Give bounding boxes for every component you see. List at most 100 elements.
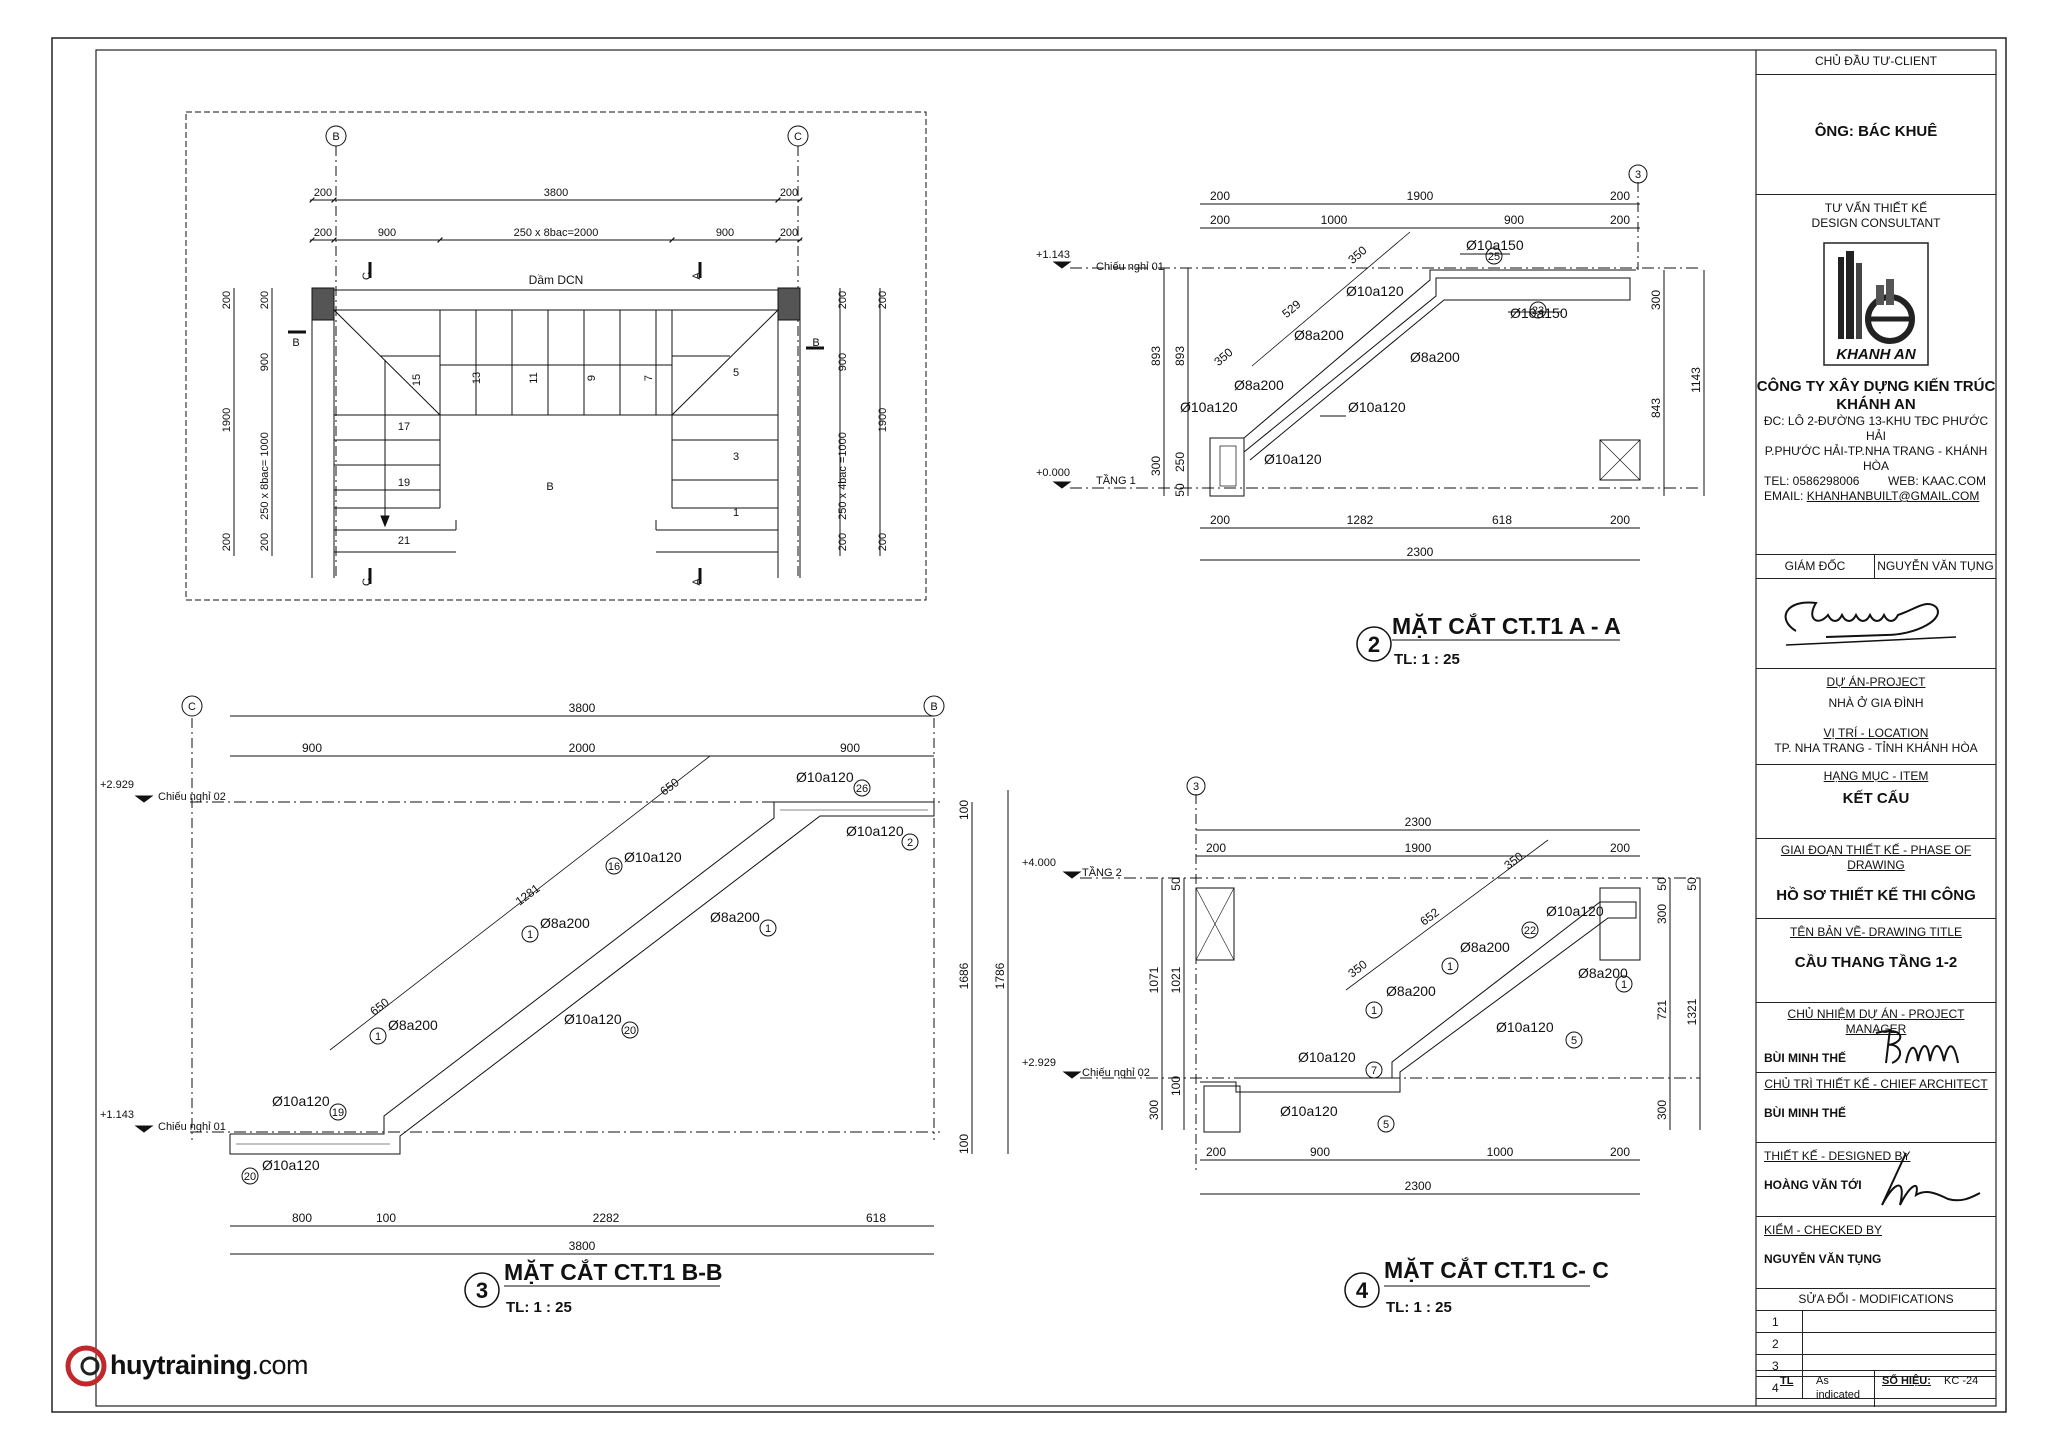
designer-signature-icon [1881, 1152, 1981, 1206]
section-aa-labels: 3 200 1900 200 200 1000 900 200 200 1282… [1036, 169, 1703, 559]
beam-section [1599, 439, 1641, 481]
plan-dim: 200 [314, 187, 332, 199]
plan-dim: 3800 [544, 187, 568, 199]
aa-dim: 893 [1149, 346, 1163, 366]
director-name: NGUYỄN VĂN TỤNG [1877, 559, 1994, 573]
beam-label: Dầm DCN [529, 273, 584, 287]
rebar-label: Ø8a200 [388, 1017, 438, 1033]
cc-slope-dim: 652 [1417, 905, 1442, 928]
section-cc [1062, 776, 1701, 1195]
rebar-label: Ø10a120 [1280, 1103, 1338, 1119]
bb-slope-dim: 650 [367, 995, 392, 1018]
checker-name: NGUYỄN VĂN TỤNG [1764, 1252, 1882, 1266]
item-label: HẠNG MỤC - ITEM [1823, 769, 1929, 783]
level-value: +4.000 [1022, 857, 1056, 869]
rebar-label: Ø10a120 [1180, 399, 1238, 415]
level-label: TẦNG 1 [1096, 474, 1136, 487]
bb-dim: 2000 [569, 741, 596, 755]
rebar-label: Ø10a120 [624, 849, 682, 865]
location-box: VỊ TRÍ - LOCATION TP. NHA TRANG - TỈNH K… [1756, 726, 1996, 764]
pm-box: CHỦ NHIỆM DỰ ÁN - PROJECT MANAGER BÙI MI… [1756, 1002, 1996, 1072]
aa-dim: 250 [1173, 452, 1187, 472]
designer-box: THIẾT KẾ - DESIGNED BY HOÀNG VĂN TỚI [1756, 1142, 1996, 1216]
sheet-label: SỐ HIỆU: [1882, 1375, 1931, 1387]
column-left [311, 287, 335, 321]
phase-box: GIAI ĐOẠN THIẾT KẾ - PHASE OF DRAWING HỒ… [1756, 838, 1996, 918]
company-tel: TEL: 0586298006 [1764, 474, 1860, 488]
landing-beam-left [1209, 437, 1245, 497]
mod-number: 1 [1772, 1315, 1779, 1329]
cc-dim: 200 [1206, 1145, 1226, 1159]
project-name: NHÀ Ở GIA ĐÌNH [1828, 696, 1924, 710]
plan-side-dim: 200 [877, 533, 889, 551]
aa-slope-dim: 350 [1345, 243, 1370, 267]
cc-dim: 900 [1310, 1145, 1330, 1159]
plan-side-dim: 200 [877, 291, 889, 309]
bb-number: 3 [476, 1278, 488, 1303]
plan-dim: 900 [716, 227, 734, 239]
cut-label-b: B [292, 337, 299, 349]
step-number: 13 [471, 372, 483, 384]
cc-dim: 200 [1206, 841, 1226, 855]
step-number: 1 [733, 507, 739, 519]
aa-dim: 200 [1610, 189, 1630, 203]
bb-dim: 100 [957, 1134, 971, 1154]
company-address: ĐC: LÔ 2-ĐƯỜNG 13-KHU TĐC PHƯỚC HẢI [1763, 414, 1989, 443]
plan-grid-label-b: B [332, 131, 339, 143]
column-right [777, 287, 801, 321]
project-label: DỰ ÁN-PROJECT [1826, 675, 1926, 689]
rebar-label: Ø10a120 [1298, 1049, 1356, 1065]
bb-dim: 3800 [569, 701, 596, 715]
aa-title: MẶT CẮT CT.T1 A - A [1392, 612, 1621, 639]
cc-slope-dim: 350 [1501, 849, 1526, 872]
rebar-mark: 26 [856, 783, 868, 795]
rebar-label: Ø8a200 [710, 909, 760, 925]
plan-dim: 200 [314, 227, 332, 239]
rebar-mark: 25 [1488, 251, 1500, 263]
rebar-mark: 1 [1371, 1005, 1377, 1017]
bb-grid-label-c: C [188, 701, 196, 713]
ca-label: CHỦ TRÌ THIẾT KẾ - CHIEF ARCHITECT [1764, 1077, 1988, 1091]
company-web: WEB: KAAC.COM [1887, 474, 1986, 488]
section-bb-title: 3 MẶT CẮT CT.T1 B-B TL: 1 : 25 [464, 1258, 722, 1316]
rebar-label: Ø10a120 [262, 1157, 320, 1173]
step-number: 3 [733, 451, 739, 463]
plan-side-dim: 200 [221, 533, 233, 551]
aa-dim: 200 [1610, 213, 1630, 227]
rebar-label: Ø10a120 [1264, 451, 1322, 467]
plan-side-dim: 1900 [221, 408, 233, 432]
aa-dim: 893 [1173, 346, 1187, 366]
modification-row: 1 [1756, 1310, 1996, 1332]
plan-side-dim: 900 [837, 353, 849, 371]
aa-dim: 200 [1210, 513, 1230, 527]
cc-dim: 50 [1655, 877, 1669, 891]
item-box: HẠNG MỤC - ITEM KẾT CẤU [1756, 764, 1996, 838]
logo-text: KHANH AN [1836, 346, 1917, 363]
aa-slope-dim: 529 [1279, 297, 1304, 321]
rebar-label: Ø8a200 [1460, 939, 1510, 955]
rebar-label: Ø8a200 [1234, 377, 1284, 393]
aa-dim: 200 [1210, 189, 1230, 203]
section-aa [1052, 164, 1705, 561]
company-logo-icon: KHANH AN [1823, 242, 1929, 366]
checker-box: KIỂM - CHECKED BY NGUYỄN VĂN TỤNG [1756, 1216, 1996, 1288]
step-number: 11 [528, 372, 540, 383]
client-name: ÔNG: BÁC KHUÊ [1814, 123, 1938, 140]
plan-side-dim: 200 [837, 533, 849, 551]
ca-name: BÙI MINH THẾ [1764, 1106, 1846, 1120]
brand-name: huytraining [110, 1350, 252, 1380]
cc-dim: 1900 [1405, 841, 1432, 855]
bb-dim: 100 [376, 1211, 396, 1225]
rebar-mark: 22 [1524, 925, 1536, 937]
rebar-label: Ø10a120 [1348, 399, 1406, 415]
step-number: 7 [643, 375, 655, 381]
cc-dim: 2300 [1405, 1179, 1432, 1193]
brand-text: huytraining.com [110, 1350, 309, 1381]
rebar-label: Ø10a120 [564, 1011, 622, 1027]
cc-slope-dim: 350 [1345, 957, 1370, 980]
cut-label-b: B [812, 337, 819, 349]
ca-box: CHỦ TRÌ THIẾT KẾ - CHIEF ARCHITECT BÙI M… [1756, 1072, 1996, 1142]
bb-dim: 800 [292, 1211, 312, 1225]
company-address-2: P.PHƯỚC HẢI-TP.NHA TRANG - KHÁNH HÒA [1764, 444, 1988, 473]
rebar-mark: 7 [1371, 1065, 1377, 1077]
